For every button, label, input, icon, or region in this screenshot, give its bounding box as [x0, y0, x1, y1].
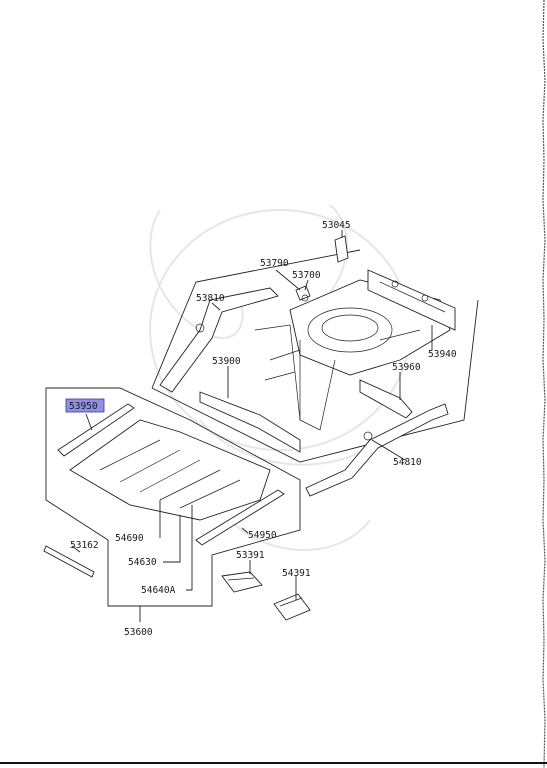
leader-lines	[71, 230, 433, 600]
label-53045: 53045	[322, 220, 351, 231]
label-53960: 53960	[392, 362, 421, 373]
label-54690: 54690	[115, 533, 144, 544]
label-53810: 53810	[196, 293, 225, 304]
label-53790: 53790	[260, 258, 289, 269]
label-53391: 53391	[236, 550, 265, 561]
label-54391: 54391	[282, 568, 311, 579]
highlight-box	[65, 398, 105, 413]
page-edge-right	[542, 0, 546, 768]
label-53700: 53700	[292, 270, 321, 281]
crossmember-53900	[199, 391, 301, 453]
label-53900: 53900	[212, 356, 241, 367]
sill-54950	[195, 489, 285, 546]
label-54810: 54810	[393, 457, 422, 468]
bracket-53391	[221, 571, 263, 593]
page-edge-bottom	[0, 762, 547, 764]
highlighted-label-53950[interactable]: 53950	[65, 398, 105, 413]
label-53940: 53940	[428, 349, 457, 360]
label-53162: 53162	[70, 540, 99, 551]
sill-53950	[57, 403, 135, 457]
strip-53162	[43, 545, 95, 578]
rear-crossmember	[367, 269, 456, 331]
label-54630: 54630	[128, 557, 157, 568]
label-54950: 54950	[248, 530, 277, 541]
label-53950: 53950	[69, 401, 98, 412]
side-member-54810	[305, 403, 449, 497]
member-53960	[359, 379, 413, 419]
bracket-54391	[273, 593, 311, 621]
label-54640A: 54640A	[141, 585, 176, 596]
label-53600: 53600	[124, 627, 153, 638]
side-member-53810	[159, 287, 279, 393]
front-floor-pan	[69, 419, 271, 521]
